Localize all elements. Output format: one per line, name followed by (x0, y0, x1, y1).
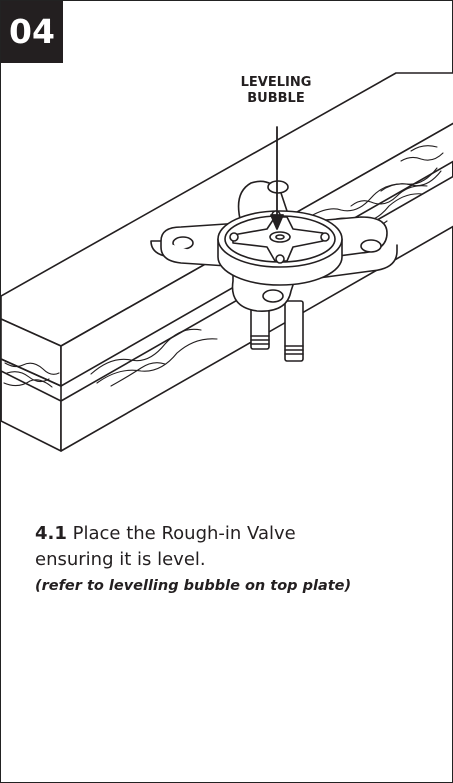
instruction-note: (refer to levelling bubble on top plate) (35, 578, 352, 594)
callout-arrow (270, 126, 284, 230)
leveling-bubble-callout: LEVELING BUBBLE (201, 75, 351, 107)
rough-in-valve-illustration (1, 72, 453, 452)
step-number-badge: 04 (1, 1, 63, 63)
instruction-text-block: 4.1 Place the Rough-in Valve ensuring it… (35, 521, 435, 597)
instruction-line-1: 4.1 Place the Rough-in Valve (35, 521, 435, 547)
instruction-line-2: ensuring it is level. (35, 549, 206, 570)
valve-body (217, 210, 343, 286)
callout-line-2: BUBBLE (247, 91, 305, 106)
callout-line-1: LEVELING (240, 75, 312, 90)
instruction-text-part-1: Place the Rough-in Valve (66, 523, 296, 544)
instruction-number: 4.1 (35, 523, 67, 544)
